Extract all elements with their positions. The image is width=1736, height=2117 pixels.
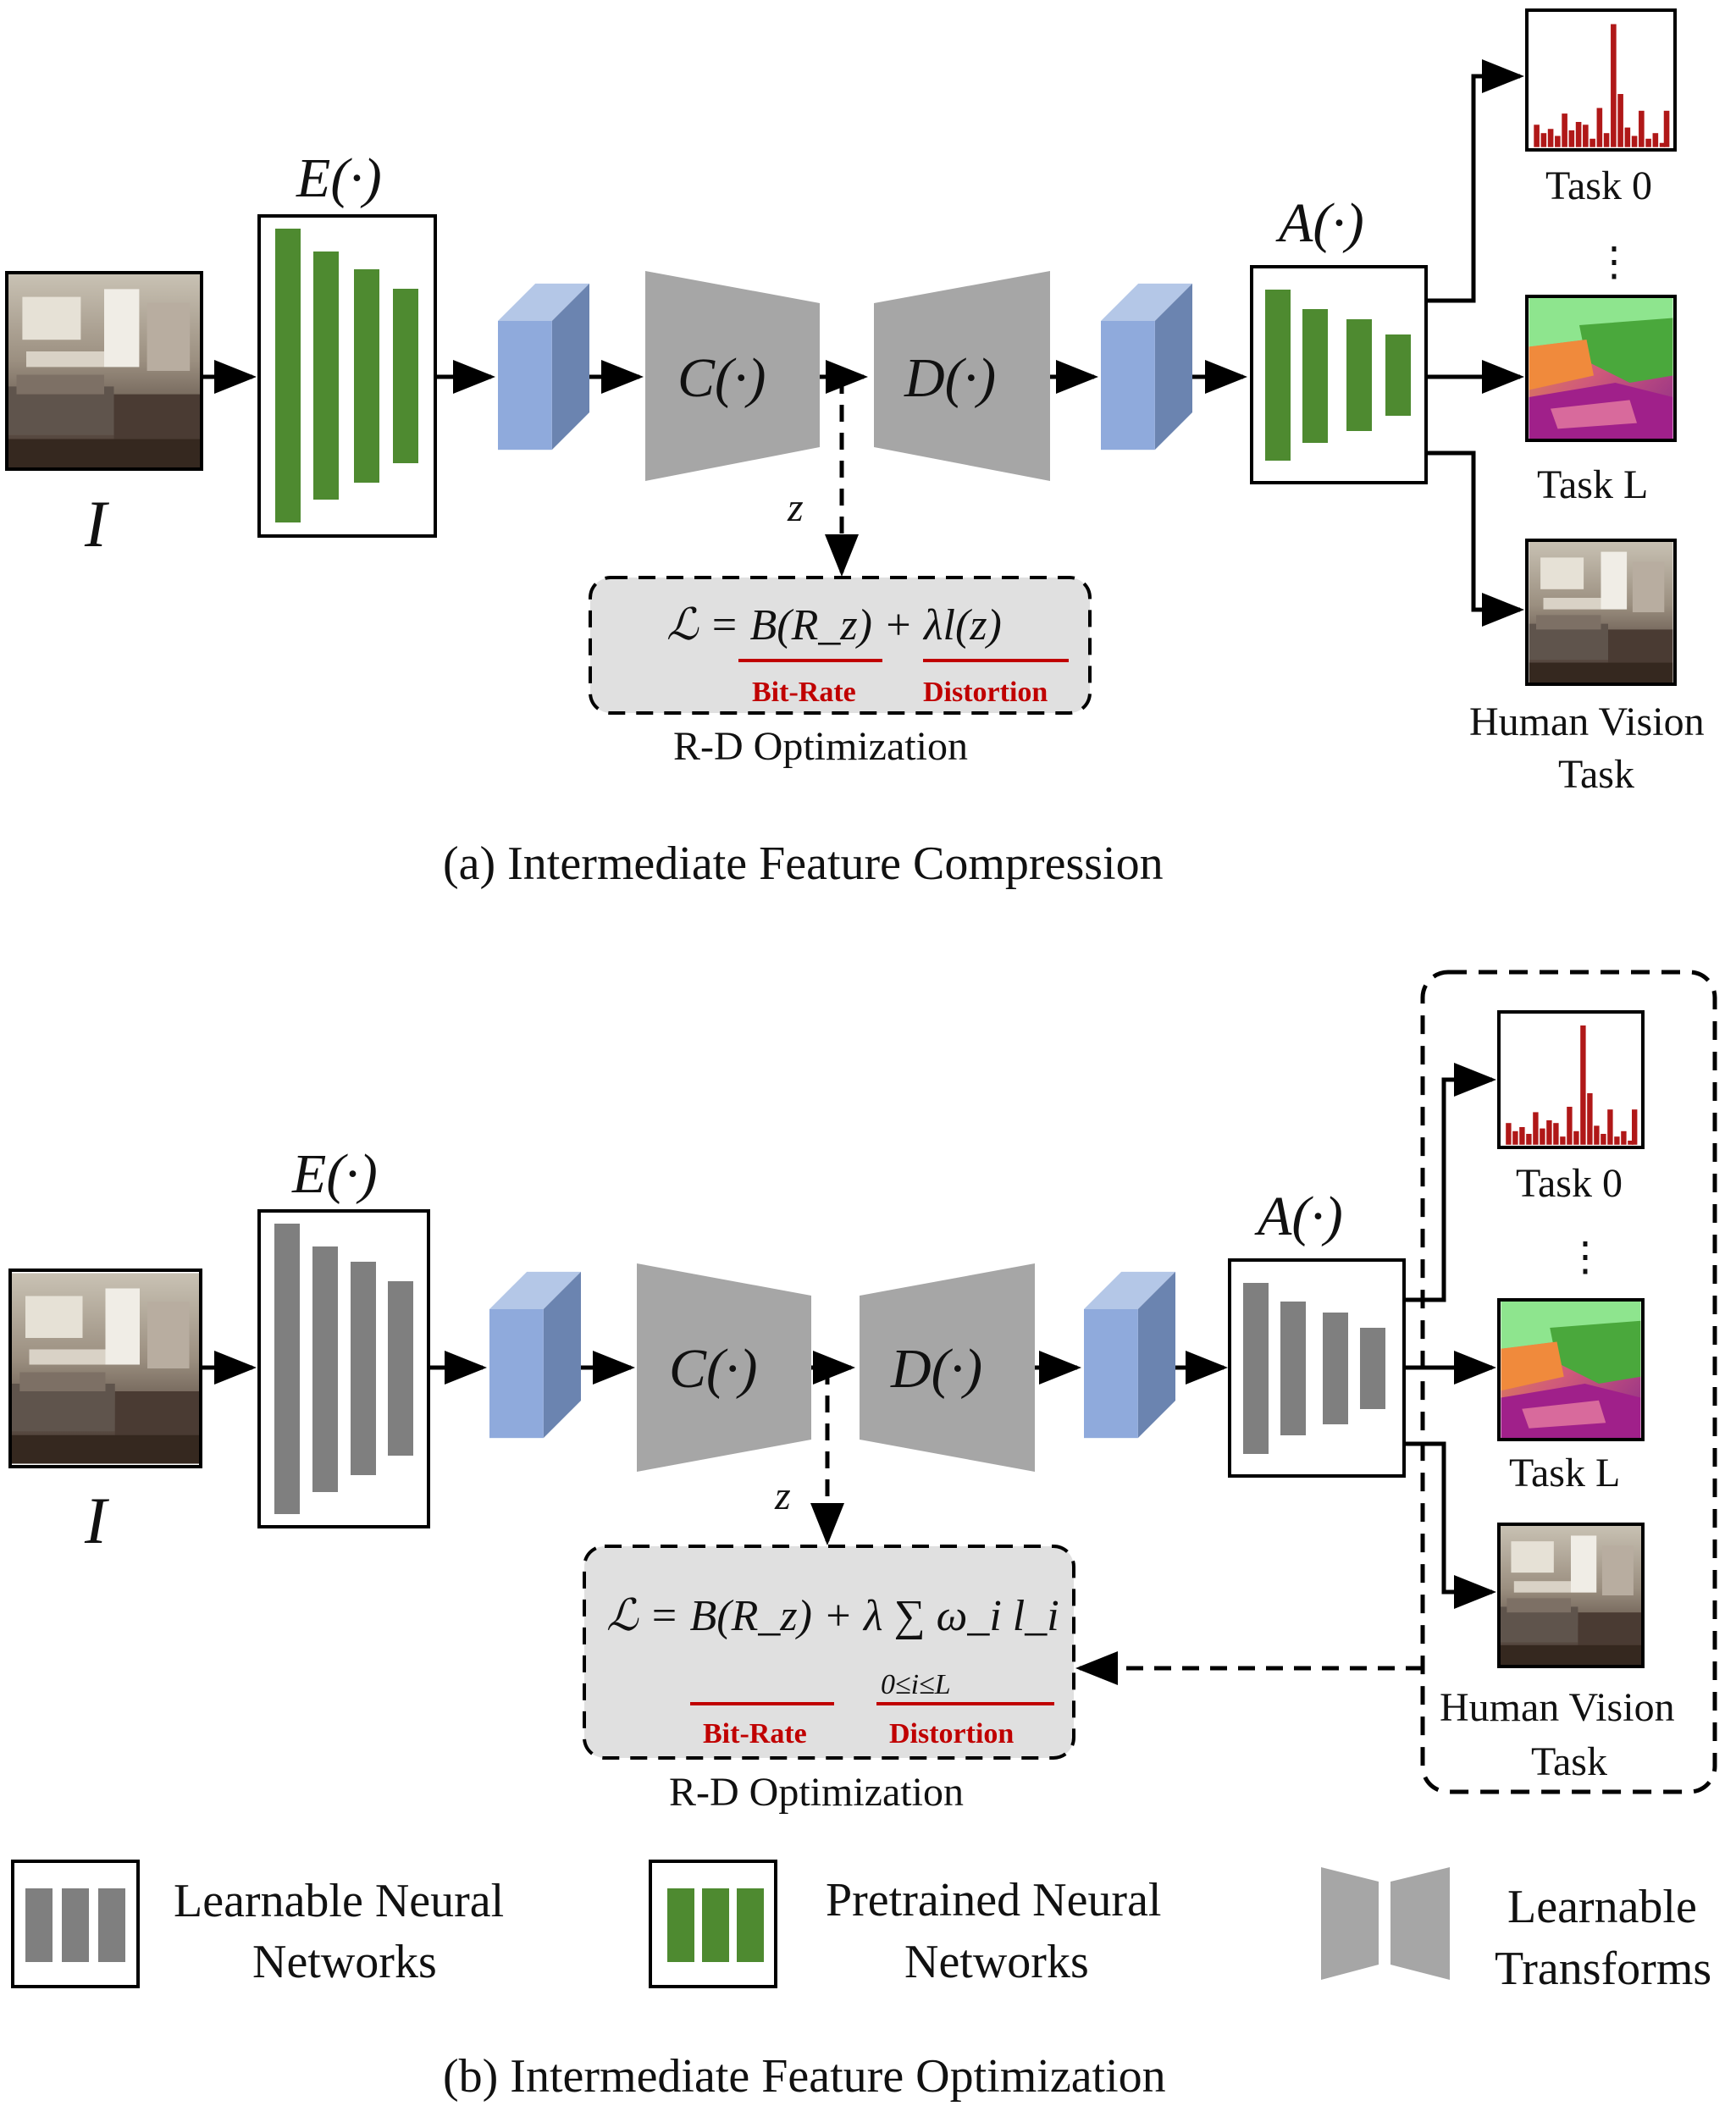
taskL-frame-b <box>1497 1298 1645 1441</box>
latent-label-b: z <box>774 1473 791 1518</box>
analyzer-label-b: A(·) <box>1254 1186 1343 1247</box>
legend: Learnable Neural Networks Pretrained Neu… <box>11 1860 1711 1995</box>
feature-cube-a2 <box>1101 283 1192 450</box>
taskL-segmentation-a <box>1529 296 1673 440</box>
legend-pretrained-nn-line1: Pretrained Neural <box>826 1874 1161 1926</box>
decompressor-trapezoid-b <box>860 1263 1035 1472</box>
latent-label-a: z <box>787 485 804 530</box>
feature-cube-a1 <box>498 283 589 450</box>
taskL-label-a: Task L <box>1537 462 1648 507</box>
input-label-a: I <box>84 487 110 561</box>
task0-frame-a <box>1525 8 1677 152</box>
distortion-label-b: Distortion <box>889 1718 1014 1749</box>
rd-label-b: R-D Optimization <box>669 1770 964 1815</box>
caption-a: (a) Intermediate Feature Compression <box>443 837 1164 890</box>
legend-pretrained-nn-line2: Networks <box>904 1936 1089 1988</box>
human-frame-b <box>1497 1523 1645 1668</box>
taskL-frame-a <box>1525 295 1677 442</box>
bitrate-label-b: Bit-Rate <box>703 1718 807 1749</box>
decompressor-label-b: D(·) <box>890 1338 982 1400</box>
task0-label-b: Task 0 <box>1516 1161 1623 1206</box>
human-label-b-line2: Task <box>1531 1739 1607 1784</box>
task0-frame-b <box>1497 1010 1645 1149</box>
branch-human-b <box>1404 1441 1496 1609</box>
human-image-b <box>1500 1524 1642 1667</box>
sum-range-b: 0≤i≤L <box>881 1669 951 1700</box>
branch-human-a <box>1426 450 1524 627</box>
legend-learnable-nn-line2: Networks <box>252 1936 437 1988</box>
task-group-box-b <box>1420 970 1717 1794</box>
taskL-label-b: Task L <box>1509 1451 1620 1495</box>
bitrate-label-a: Bit-Rate <box>752 677 856 708</box>
task0-label-a: Task 0 <box>1545 163 1652 208</box>
compressor-trapezoid-b <box>637 1263 811 1472</box>
human-label-a-line1: Human Vision <box>1469 699 1705 744</box>
human-image-a <box>1529 540 1673 684</box>
encoder-bars-b <box>274 1224 413 1514</box>
panel-a: I E(·) C(·) D(·) A(·) <box>5 8 1705 890</box>
human-label-b-line1: Human Vision <box>1440 1685 1675 1730</box>
input-image-b <box>10 1273 201 1464</box>
decompressor-label-a: D(·) <box>904 347 996 409</box>
encoder-bars-a <box>275 229 418 522</box>
rd-label-a: R-D Optimization <box>673 724 968 769</box>
ellipsis-b: ⋮ <box>1565 1235 1606 1280</box>
human-label-a-line2: Task <box>1558 752 1634 797</box>
legend-learnable-nn-line1: Learnable Neural <box>174 1875 504 1927</box>
feature-cube-b2 <box>1084 1271 1175 1439</box>
encoder-label-a: E(·) <box>296 147 382 209</box>
analyzer-bars-a <box>1265 290 1411 461</box>
distortion-label-a: Distortion <box>923 677 1048 708</box>
encoder-label-b: E(·) <box>291 1143 378 1205</box>
feature-cube-b1 <box>489 1271 581 1439</box>
caption-b: (b) Intermediate Feature Optimization <box>443 2050 1166 2103</box>
legend-transforms-line1: Learnable <box>1507 1881 1697 1933</box>
panel-b: I E(·) C(·) D(·) A(·) <box>8 970 1717 1815</box>
loss-formula-b: ℒ = B(R_z) + λ ∑ ω_i l_i <box>606 1592 1059 1640</box>
input-image-a-frame <box>5 271 203 471</box>
branch-task0-b <box>1404 1063 1496 1302</box>
task0-histogram-b <box>1503 1012 1639 1147</box>
ellipsis-a: ⋮ <box>1594 240 1634 285</box>
compressor-trapezoid-a <box>645 271 820 481</box>
input-image-a <box>7 274 202 468</box>
rd-box-a <box>589 576 1092 715</box>
legend-transforms-icon <box>1321 1867 1450 1980</box>
input-label-b: I <box>84 1484 110 1557</box>
branch-task0-a <box>1426 59 1524 303</box>
loss-formula-a: ℒ = B(R_z) + λl(z) <box>666 601 1002 649</box>
legend-transforms-line2: Transforms <box>1495 1943 1711 1995</box>
analyzer-bars-b <box>1243 1283 1385 1454</box>
decompressor-trapezoid-a <box>874 271 1050 481</box>
human-frame-a <box>1525 539 1677 686</box>
compressor-label-b: C(·) <box>669 1338 757 1400</box>
compressor-label-a: C(·) <box>677 347 766 409</box>
analyzer-label-a: A(·) <box>1275 192 1364 254</box>
taskL-segmentation-b <box>1501 1300 1641 1440</box>
task0-histogram-a <box>1531 10 1671 150</box>
